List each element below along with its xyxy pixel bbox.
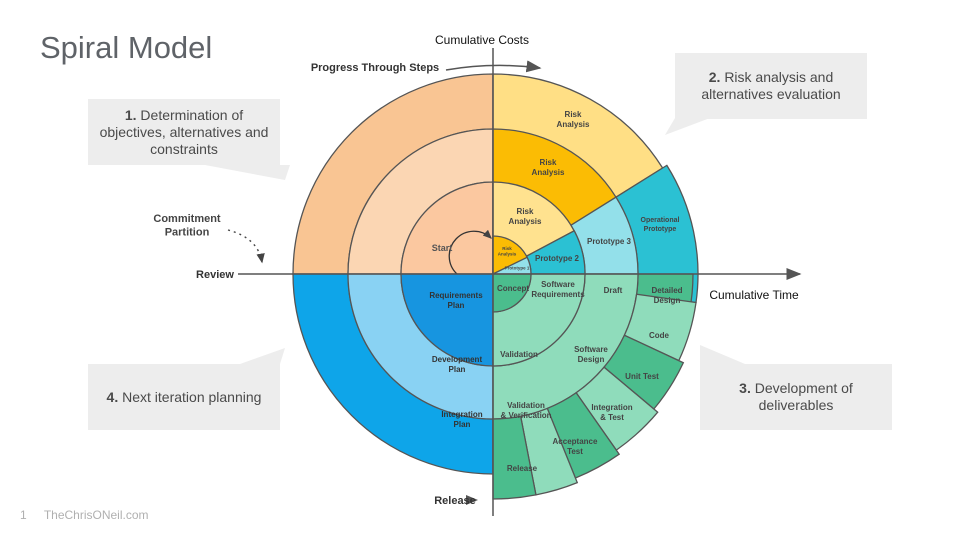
draft-label: Draft xyxy=(604,286,623,295)
callout-4-pointer xyxy=(240,348,285,364)
prototype-1-label: Prototype 1 xyxy=(505,266,530,271)
code-label: Code xyxy=(649,331,670,340)
concept-label: Concept xyxy=(497,284,529,293)
detailed-design-step xyxy=(623,293,697,362)
release-label: Release xyxy=(507,464,538,473)
callout-1-pointer xyxy=(205,165,290,180)
cumulative-costs-label: Cumulative Costs xyxy=(435,33,529,47)
cumulative-time-label: Cumulative Time xyxy=(709,288,799,302)
prototype-1 xyxy=(492,256,532,275)
acceptance-test-step xyxy=(519,407,579,496)
footer-site: TheChrisONeil.com xyxy=(43,508,149,522)
callout-1-objectives: 1. Determination of objectives, alternat… xyxy=(88,99,280,165)
validation-label: Validation xyxy=(500,350,538,359)
prototype-2-label: Prototype 2 xyxy=(535,254,580,263)
q4-inner-region xyxy=(400,273,494,367)
callout-3-pointer xyxy=(700,345,745,364)
validation-verification-label: Validation& Verification xyxy=(500,401,551,420)
unit-test-step xyxy=(575,366,659,452)
commitment-arrow xyxy=(227,229,265,264)
page-number: 1 xyxy=(20,508,27,522)
release-axis-label: Release xyxy=(434,495,476,507)
callout-2-pointer xyxy=(665,118,710,135)
integration-test-label: Integration& Test xyxy=(591,403,632,422)
footer: 1 TheChrisONeil.com xyxy=(20,508,149,522)
release-step xyxy=(492,415,537,500)
review-label: Review xyxy=(196,269,234,281)
progress-arrow xyxy=(445,60,542,73)
prototype-3-label: Prototype 3 xyxy=(587,237,632,246)
code-step xyxy=(603,334,685,410)
callout-3-development: 3. Development of deliverables xyxy=(700,364,892,430)
release-arrowhead xyxy=(466,495,478,505)
q1-start-region xyxy=(400,181,494,275)
callout-2-risk-analysis: 2. Risk analysis and alternatives evalua… xyxy=(675,53,867,119)
slide-title: Spiral Model xyxy=(40,30,213,65)
integration-test-step xyxy=(546,391,621,479)
progress-through-steps-label: Progress Through Steps xyxy=(311,62,439,74)
start-spiral-arrow xyxy=(448,229,492,275)
unit-test-label: Unit Test xyxy=(625,372,659,381)
start-label: Start xyxy=(432,243,453,253)
callout-4-next-iteration: 4. Next iteration planning xyxy=(88,364,280,430)
